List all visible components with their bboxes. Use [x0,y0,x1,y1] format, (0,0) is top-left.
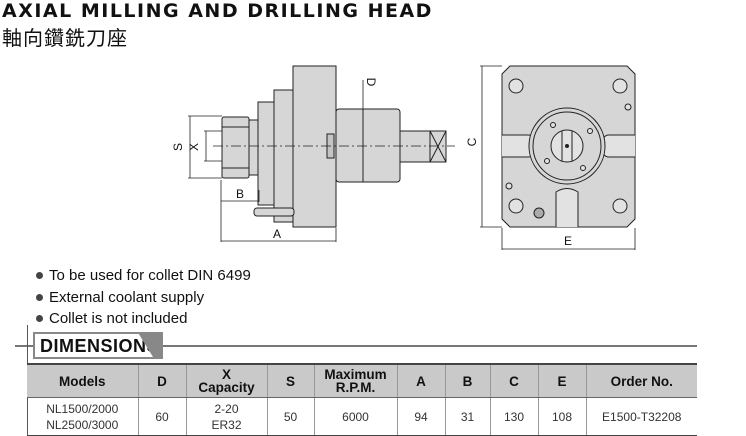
table-cell: 130 [489,397,538,436]
table-cell: 31 [444,397,490,436]
column-header: E [537,363,586,398]
label-s: S [171,143,185,151]
section-divider [15,345,697,347]
column-header: A [396,363,445,398]
column-header: Models [27,363,138,398]
dimension-labels: S X B A D C E [171,78,572,248]
side-view [213,65,455,228]
label-e: E [564,234,572,248]
column-header: Order No. [585,363,697,398]
label-c: C [465,137,479,146]
dimensions-heading-box: DIMENSIONS [33,332,163,359]
page-subtitle: 軸向鑽銑刀座 [2,28,128,50]
bullet-icon [36,293,43,301]
column-header: B [444,363,490,398]
side-view-dimensions [188,65,636,250]
feature-list: To be used for collet DIN 6499 External … [36,265,251,330]
column-header: D [137,363,186,398]
label-b: B [236,187,244,201]
bullet-icon [36,315,43,323]
column-header: C [489,363,538,398]
table-cell: 50 [266,397,314,436]
technical-drawing: S X B A D C E [171,65,636,250]
table-cell: 108 [537,397,586,436]
label-d: D [364,78,378,87]
dimensions-heading: DIMENSIONS [40,336,160,356]
bullet-icon [36,272,43,280]
table-cell: 6000 [313,397,397,436]
page-title: AXIAL MILLING AND DRILLING HEAD [2,0,433,22]
table-cell: 94 [396,397,445,436]
label-a: A [273,227,281,241]
column-header: S [266,363,314,398]
label-x: X [187,143,201,151]
feature-item: To be used for collet DIN 6499 [36,265,251,287]
table-cell: 60 [137,397,186,436]
table-cell: E1500-T32208 [585,397,697,436]
front-view [501,65,636,228]
feature-item: External coolant supply [36,287,251,309]
feature-item: Collet is not included [36,308,251,330]
